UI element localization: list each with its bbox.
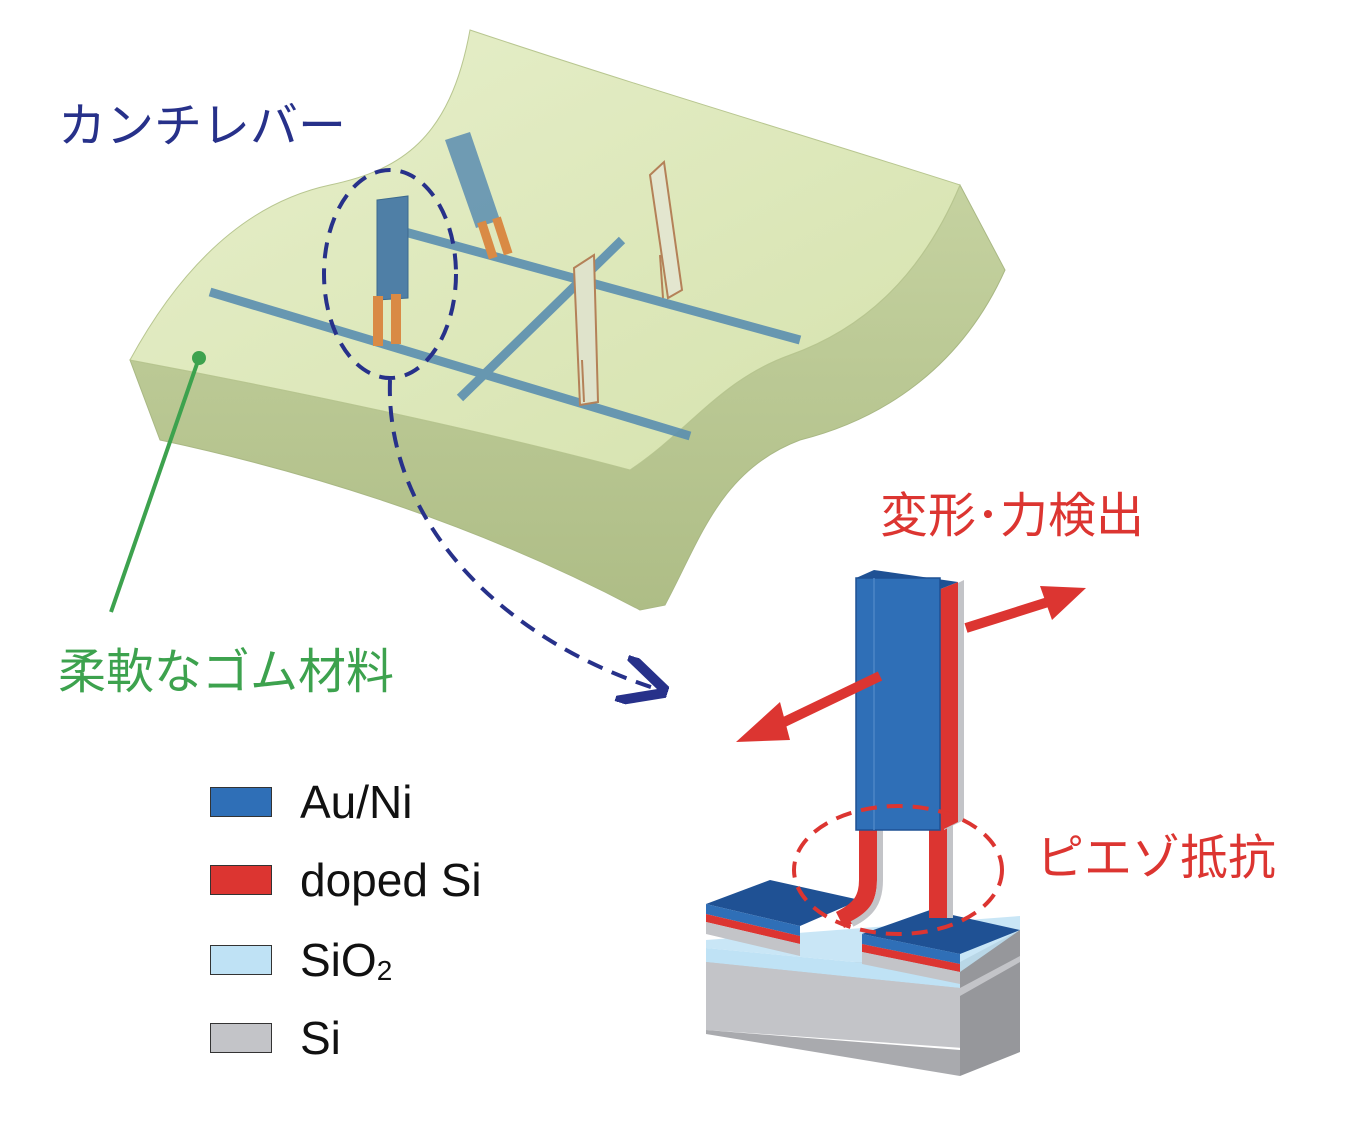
cantilever-highlight — [322, 168, 458, 380]
legend-swatch — [210, 945, 272, 975]
cantilever-label: カンチレバー — [58, 98, 347, 154]
device-beam — [855, 570, 964, 832]
sheet-cantilever-4 — [572, 253, 600, 407]
legend-item-doped-si: doped Si — [210, 854, 482, 906]
legend-swatch — [210, 1023, 272, 1053]
rubber-pointer — [109, 351, 206, 613]
rubber-material-label: 柔軟なゴム材料 — [58, 644, 395, 700]
legend-item-sio2: SiO2 — [210, 934, 393, 986]
rubber-sheet — [129, 29, 1006, 611]
sheet-cantilever-3 — [648, 159, 684, 300]
device-right-pad — [862, 910, 1020, 984]
legend-label: Au/Ni — [300, 776, 413, 828]
legend-item-si: Si — [210, 1012, 341, 1064]
legend-label: SiO2 — [300, 934, 393, 986]
legend-label: doped Si — [300, 854, 482, 906]
legend-swatch — [210, 865, 272, 895]
detection-arrows — [736, 586, 1086, 742]
legend-swatch — [210, 787, 272, 817]
sheet-cantilever-1 — [373, 195, 409, 346]
zoom-arrow — [387, 379, 660, 690]
rubber-sheet-top — [129, 29, 961, 471]
piezo-highlight — [792, 804, 1004, 936]
detection-label: 変形･力検出 — [880, 488, 1145, 544]
sheet-cantilever-2 — [445, 132, 513, 260]
legend-item-au-ni: Au/Ni — [210, 776, 413, 828]
legend-label: Si — [300, 1012, 341, 1064]
piezoresistor-label: ピエゾ抵抗 — [1036, 830, 1277, 886]
